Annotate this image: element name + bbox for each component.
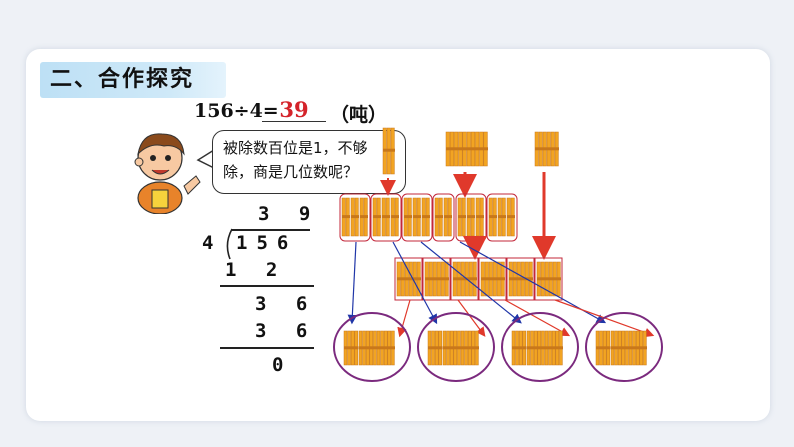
hundred-bundle-left-band	[383, 148, 395, 152]
middle-bundle-band	[489, 215, 497, 219]
step2-remainder: 3 6	[255, 293, 317, 315]
division-line-1	[220, 285, 314, 287]
blue-arrow-1	[347, 241, 358, 325]
middle-bundle-band	[373, 215, 381, 219]
ones-sticks-top-band	[535, 147, 559, 151]
middle-bundle-band	[413, 215, 421, 219]
circle-ones-2-band	[443, 346, 479, 350]
middle-bundle-band	[360, 215, 368, 219]
middle-bundle-band	[498, 215, 506, 219]
boy-illustration	[134, 133, 201, 214]
group-circle-1	[333, 312, 411, 382]
middle-bundle-band	[404, 215, 412, 219]
row3-box	[394, 257, 423, 301]
circle-tens-1-band	[344, 346, 359, 350]
row3-bundle-band	[397, 277, 421, 281]
final-remainder: 0	[272, 354, 293, 376]
row3-bundle-band	[537, 277, 561, 281]
division-bracket	[226, 228, 233, 260]
blue-arrow-3	[420, 241, 522, 324]
middle-bundle-band	[351, 215, 359, 219]
speech-bubble: 被除数百位是1，不够除，商是几位数呢？	[212, 130, 406, 194]
row3-box	[450, 257, 479, 301]
group-circle-3	[501, 312, 579, 382]
middle-group-box	[486, 193, 518, 242]
middle-bundle-band	[435, 215, 443, 219]
circle-tens-2-band	[428, 346, 443, 350]
middle-bundle-band	[467, 215, 475, 219]
red-arrow-1	[397, 299, 411, 338]
row3-bundle-band	[453, 277, 477, 281]
dividend: 156	[236, 232, 298, 254]
middle-bundle-band	[391, 215, 399, 219]
middle-group-box	[432, 193, 455, 242]
quotient: 3 9	[258, 203, 320, 225]
middle-group-box	[401, 193, 433, 242]
hundred-bundle-band	[446, 147, 488, 151]
middle-bundle-band	[507, 215, 515, 219]
division-bar	[232, 229, 310, 231]
equation-left: 156÷4=	[194, 100, 279, 122]
middle-group-box	[370, 193, 402, 242]
row3-box	[422, 257, 451, 301]
middle-group-box	[339, 193, 371, 242]
circle-tens-3-band	[512, 346, 527, 350]
circle-ones-4-band	[611, 346, 647, 350]
row3-bundle-band	[425, 277, 449, 281]
middle-bundle-band	[382, 215, 390, 219]
group-circle-2	[417, 312, 495, 382]
middle-bundle-band	[476, 215, 484, 219]
middle-bundle-band	[342, 215, 350, 219]
group-circle-4	[585, 312, 663, 382]
red-arrow-3	[504, 299, 571, 337]
section-title: 二、合作探究	[40, 62, 226, 98]
equation-unit: （吨）	[330, 104, 388, 126]
middle-bundle-band	[444, 215, 452, 219]
red-arrow-2	[457, 299, 486, 337]
row3-box	[534, 257, 563, 301]
row3-bundle-band	[481, 277, 505, 281]
step3-product: 3 6	[255, 320, 317, 342]
circle-ones-1-band	[359, 346, 395, 350]
step1-product: 1 2	[225, 259, 287, 281]
row3-bundle-band	[509, 277, 533, 281]
division-line-2	[220, 347, 314, 349]
circle-tens-4-band	[596, 346, 611, 350]
equation-answer: 39	[262, 99, 326, 122]
divisor: 4	[202, 232, 223, 254]
bubble-tail	[196, 149, 215, 169]
row3-box	[506, 257, 535, 301]
blue-arrow-2	[392, 241, 438, 325]
middle-bundle-band	[458, 215, 466, 219]
circle-ones-3-band	[527, 346, 563, 350]
middle-bundle-band	[422, 215, 430, 219]
